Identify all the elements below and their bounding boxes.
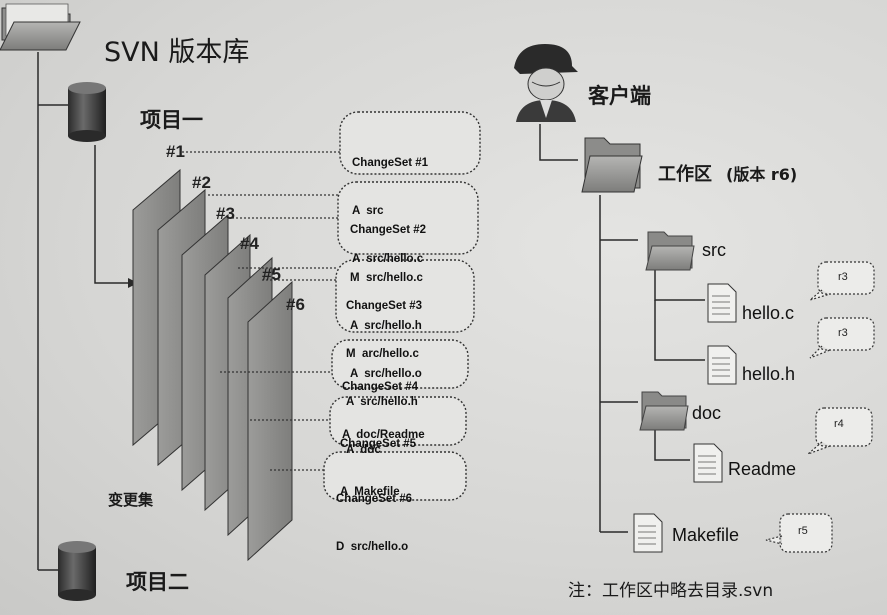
callout-readme <box>807 407 873 455</box>
changeset-line: M src/hello.c <box>350 272 423 284</box>
project2-label: 项目二 <box>126 570 189 594</box>
changeset-title: ChangeSet #4 <box>342 381 419 393</box>
hello-c-file-icon <box>707 283 737 323</box>
changeset-bubbles <box>323 111 481 501</box>
changeset-title: ChangeSet #3 <box>346 300 423 312</box>
revision-number-1: #1 <box>166 142 185 161</box>
revision-number-2: #2 <box>192 173 211 192</box>
changeset-collection-label: 变更集 <box>108 491 154 509</box>
changeset-1: ChangeSet #1 A src A src/hello.c <box>352 123 428 283</box>
readme-label: Readme <box>728 459 797 479</box>
hello-h-label: hello.h <box>742 364 796 384</box>
workspace-version: (版本 r6) <box>726 165 798 184</box>
changeset-title: ChangeSet #5 <box>340 438 417 450</box>
readme-file-icon <box>693 443 723 483</box>
changeset-bubble-3 <box>335 259 475 333</box>
revision-number-4: #4 <box>240 234 259 253</box>
changeset-panels <box>132 168 293 562</box>
changeset-line: A Makefile <box>340 486 400 498</box>
repo-title: SVN 版本库 <box>104 37 250 68</box>
hello-h-file-icon <box>707 345 737 385</box>
changeset-line: A doc <box>346 444 381 456</box>
callout-makefile <box>765 513 833 553</box>
changeset-line: A src/hello.o <box>350 368 422 380</box>
changeset-connectors <box>182 151 340 471</box>
database-icon-project2 <box>58 541 96 601</box>
doc-folder-icon <box>639 391 689 431</box>
changeset-line: A src <box>352 205 384 217</box>
revision-number-6: #6 <box>286 295 305 314</box>
changeset-title: ChangeSet #6 <box>336 493 413 505</box>
changeset-line: D src/hello.o <box>336 541 409 553</box>
hello-c-revision: r3 <box>838 271 848 283</box>
doc-folder-label: doc <box>692 403 722 423</box>
changeset-bubble-1 <box>339 111 481 175</box>
footnote: 注：工作区中略去目录.svn <box>568 581 774 601</box>
changeset-5: ChangeSet #5 A Makefile <box>340 404 416 516</box>
changeset-panel-6 <box>247 280 293 562</box>
changeset-line: A doc/Readme <box>342 429 425 441</box>
repo-tree-lines <box>37 52 128 571</box>
repo-folder-icon <box>0 3 81 51</box>
revision-callouts <box>765 261 875 553</box>
client-label: 客户端 <box>588 84 651 108</box>
callout-hello-c <box>809 261 875 301</box>
changeset-4: ChangeSet #4 A doc/Readme <box>342 347 425 459</box>
src-folder-icon <box>645 231 695 271</box>
revision-number-5: #5 <box>262 265 281 284</box>
changeset-bubble-6 <box>323 451 467 501</box>
makefile-revision: r5 <box>798 525 808 537</box>
changeset-title: ChangeSet #2 <box>350 224 427 236</box>
revision-number-3: #3 <box>216 204 235 223</box>
changeset-6: ChangeSet #6 D src/hello.o <box>336 459 412 571</box>
src-folder-label: src <box>702 240 726 260</box>
makefile-file-icon <box>633 513 663 553</box>
changeset-title: ChangeSet #1 <box>352 157 429 169</box>
changeset-line: A src/hello.h <box>350 320 422 332</box>
workspace-label: 工作区 <box>658 164 712 185</box>
readme-revision: r4 <box>834 418 844 430</box>
changeset-line: A src/hello.h <box>346 396 418 408</box>
changeset-3: ChangeSet #3 M arc/hello.c A src/hello.h… <box>346 266 422 474</box>
workspace-folder-icon <box>581 137 643 193</box>
client-user-icon <box>514 44 578 122</box>
project1-label: 项目一 <box>140 108 203 132</box>
changeset-line: A src/hello.c <box>352 253 424 265</box>
changeset-bubble-2 <box>337 181 479 255</box>
client-tree-lines <box>539 124 705 533</box>
hello-h-revision: r3 <box>838 327 848 339</box>
callout-hello-h <box>809 317 875 359</box>
changeset-bubble-5 <box>329 396 467 446</box>
changeset-2: ChangeSet #2 M src/hello.c A src/hello.h… <box>350 190 426 398</box>
changeset-bubble-4 <box>331 339 469 389</box>
makefile-label: Makefile <box>672 525 740 545</box>
hello-c-label: hello.c <box>742 303 795 323</box>
changeset-line: M arc/hello.c <box>346 348 419 360</box>
database-icon-project1 <box>68 82 106 142</box>
